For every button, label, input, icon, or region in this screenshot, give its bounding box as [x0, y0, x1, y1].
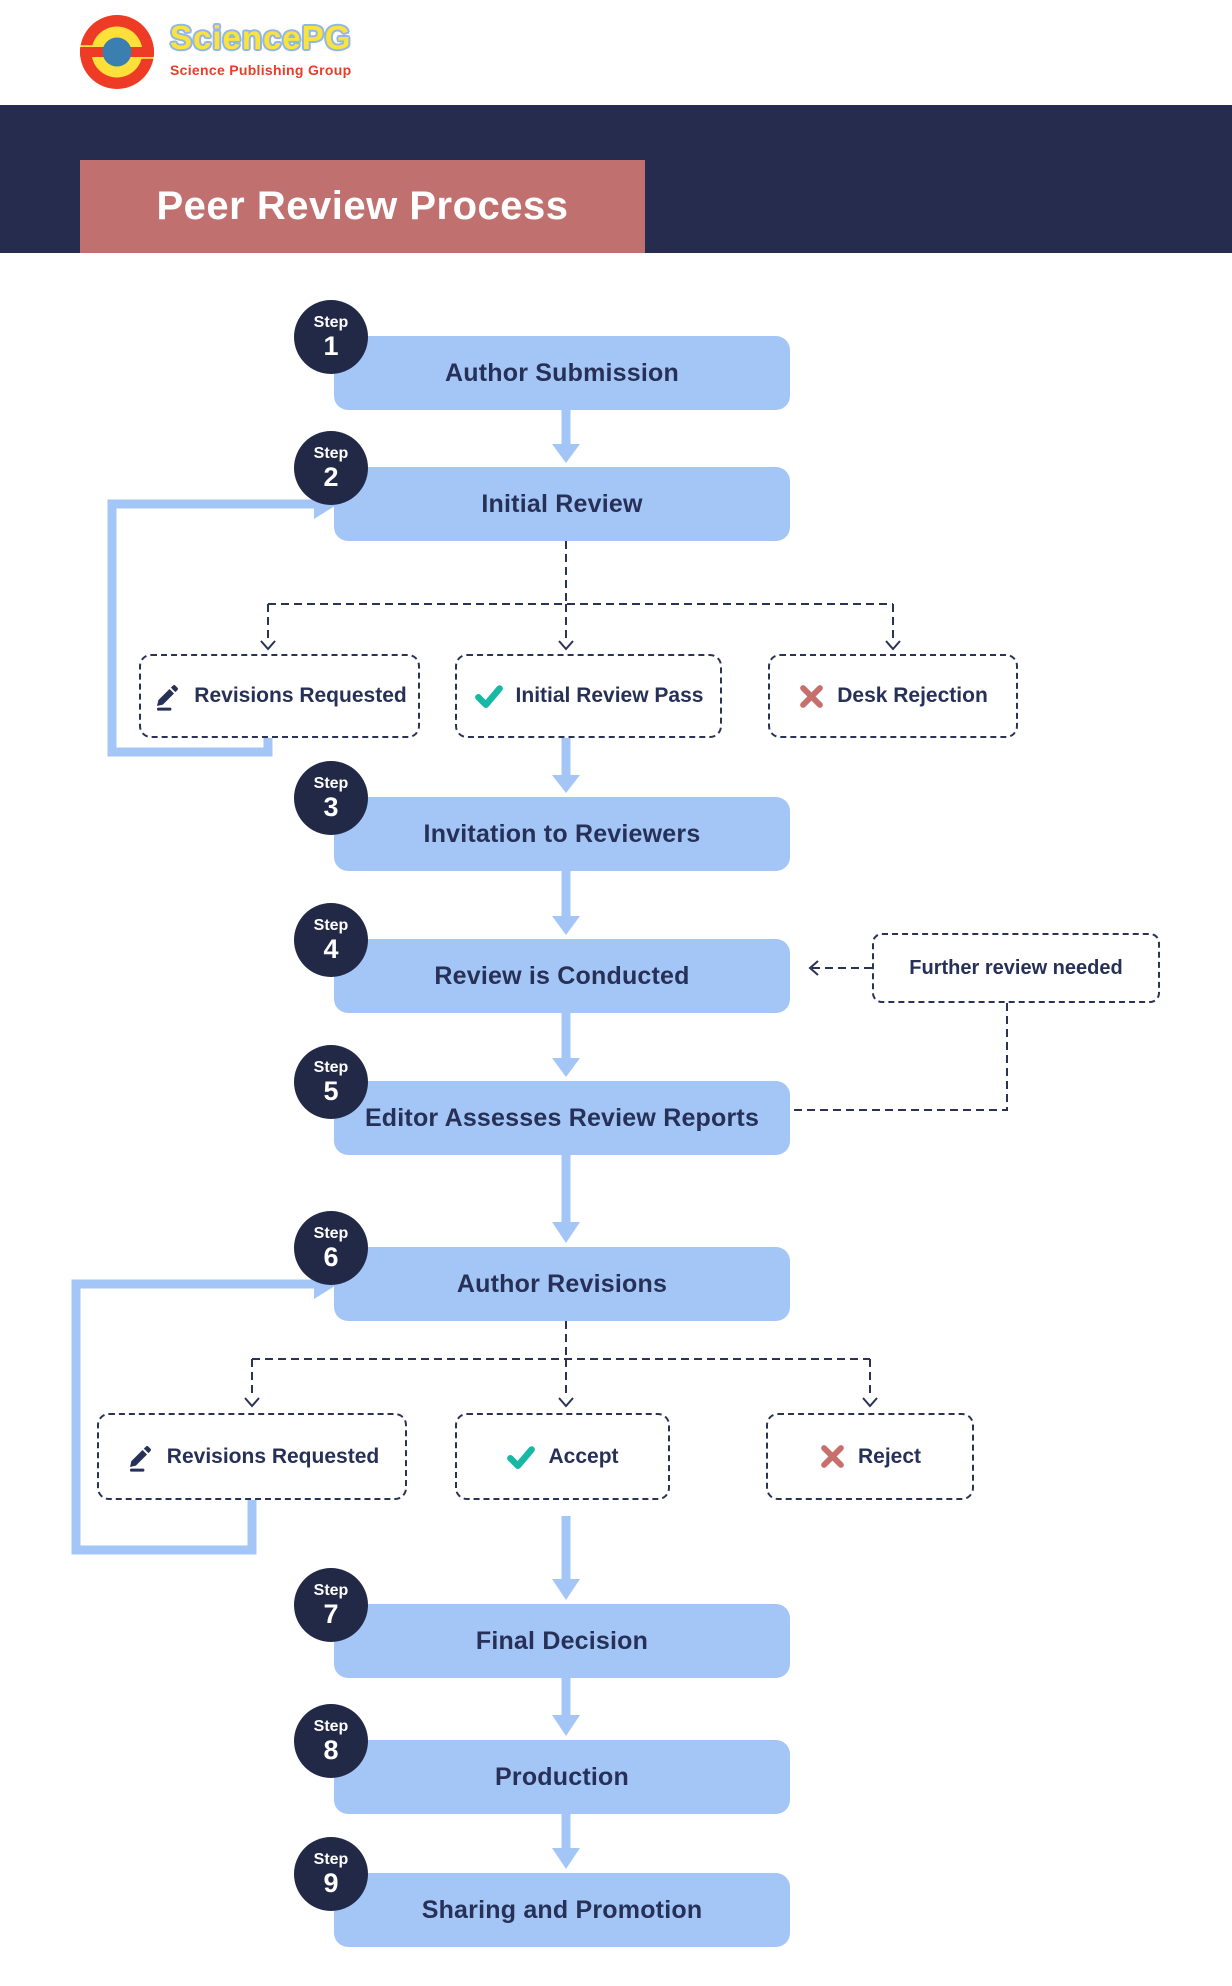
step-word: Step — [313, 917, 349, 935]
step-number: 6 — [323, 1241, 339, 1272]
step-box-editor-assesses-review-reports: Editor Assesses Review Reports — [334, 1081, 790, 1155]
outcome-accept: Accept — [455, 1413, 670, 1500]
logo-tagline: Science Publishing Group — [170, 62, 352, 78]
step-box-production: Production — [334, 1740, 790, 1814]
step-word: Step — [313, 1582, 349, 1600]
step-title: Author Submission — [445, 358, 679, 387]
flow-arrows — [552, 410, 580, 1869]
outcome-label: Accept — [548, 1444, 619, 1468]
step-title: Sharing and Promotion — [421, 1895, 703, 1924]
further-review-links — [792, 960, 1008, 1111]
step-box-author-submission: Author Submission — [334, 336, 790, 410]
loop-revisions-to-author-revisions — [71, 1269, 338, 1555]
step-title: Production — [495, 1762, 629, 1791]
outcome-desk-rejection: Desk Rejection — [768, 654, 1018, 738]
outcome-revisions-requested-2: Revisions Requested — [97, 1413, 407, 1500]
step-word: Step — [313, 1851, 349, 1869]
check-icon — [507, 1445, 536, 1469]
step-title: Invitation to Reviewers — [423, 819, 701, 848]
side-note-label: Further review needed — [909, 956, 1123, 979]
sciencepg-logo-icon — [80, 15, 154, 89]
step-title: Initial Review — [481, 489, 643, 518]
outcome-label: Initial Review Pass — [515, 684, 704, 707]
x-icon — [800, 684, 824, 708]
further-review-needed-box: Further review needed — [872, 933, 1160, 1003]
step-number: 2 — [323, 461, 339, 492]
outcome-label: Revisions Requested — [166, 1444, 380, 1468]
step-word: Step — [313, 775, 349, 793]
step-box-sharing-and-promotion: Sharing and Promotion — [334, 1873, 790, 1947]
logo-name: SciencePG — [170, 19, 352, 56]
outcome-revisions-requested-1: Revisions Requested — [139, 654, 420, 738]
step-number: 5 — [323, 1075, 339, 1106]
pencil-icon — [157, 685, 179, 711]
step-box-final-decision: Final Decision — [334, 1604, 790, 1678]
step-word: Step — [313, 1225, 349, 1243]
outcome-reject: Reject — [766, 1413, 974, 1500]
step-title: Editor Assesses Review Reports — [364, 1103, 760, 1132]
step-box-invitation-to-reviewers: Invitation to Reviewers — [334, 797, 790, 871]
step-title: Review is Conducted — [434, 961, 690, 990]
outcome-label: Revisions Requested — [194, 684, 407, 707]
page-title-box: Peer Review Process — [80, 160, 645, 253]
step-word: Step — [313, 445, 349, 463]
outcome-initial-review-pass: Initial Review Pass — [455, 654, 722, 738]
step-number: 7 — [323, 1598, 339, 1629]
sciencepg-logo: SciencePG Science Publishing Group — [78, 13, 351, 91]
step-number: 8 — [323, 1734, 339, 1765]
check-icon — [474, 685, 503, 708]
page-title: Peer Review Process — [156, 184, 569, 228]
branch-author-revisions — [244, 1321, 878, 1408]
step-box-review-is-conducted: Review is Conducted — [334, 939, 790, 1013]
step-box-initial-review: Initial Review — [334, 467, 790, 541]
outcome-label: Reject — [857, 1444, 922, 1468]
step-title: Final Decision — [475, 1626, 649, 1655]
pencil-icon — [129, 1445, 151, 1472]
step-word: Step — [313, 1059, 349, 1077]
step-number: 3 — [323, 791, 339, 822]
step-word: Step — [313, 1718, 349, 1736]
step-box-author-revisions: Author Revisions — [334, 1247, 790, 1321]
outcome-label: Desk Rejection — [837, 684, 988, 707]
x-icon — [821, 1445, 844, 1468]
step-title: Author Revisions — [456, 1269, 668, 1298]
step-number: 4 — [323, 933, 339, 964]
branch-initial-review — [260, 541, 901, 651]
step-word: Step — [313, 314, 349, 332]
step-number: 9 — [323, 1867, 339, 1898]
logo-text: SciencePG Science Publishing Group — [170, 13, 351, 78]
step-number: 1 — [323, 330, 339, 361]
